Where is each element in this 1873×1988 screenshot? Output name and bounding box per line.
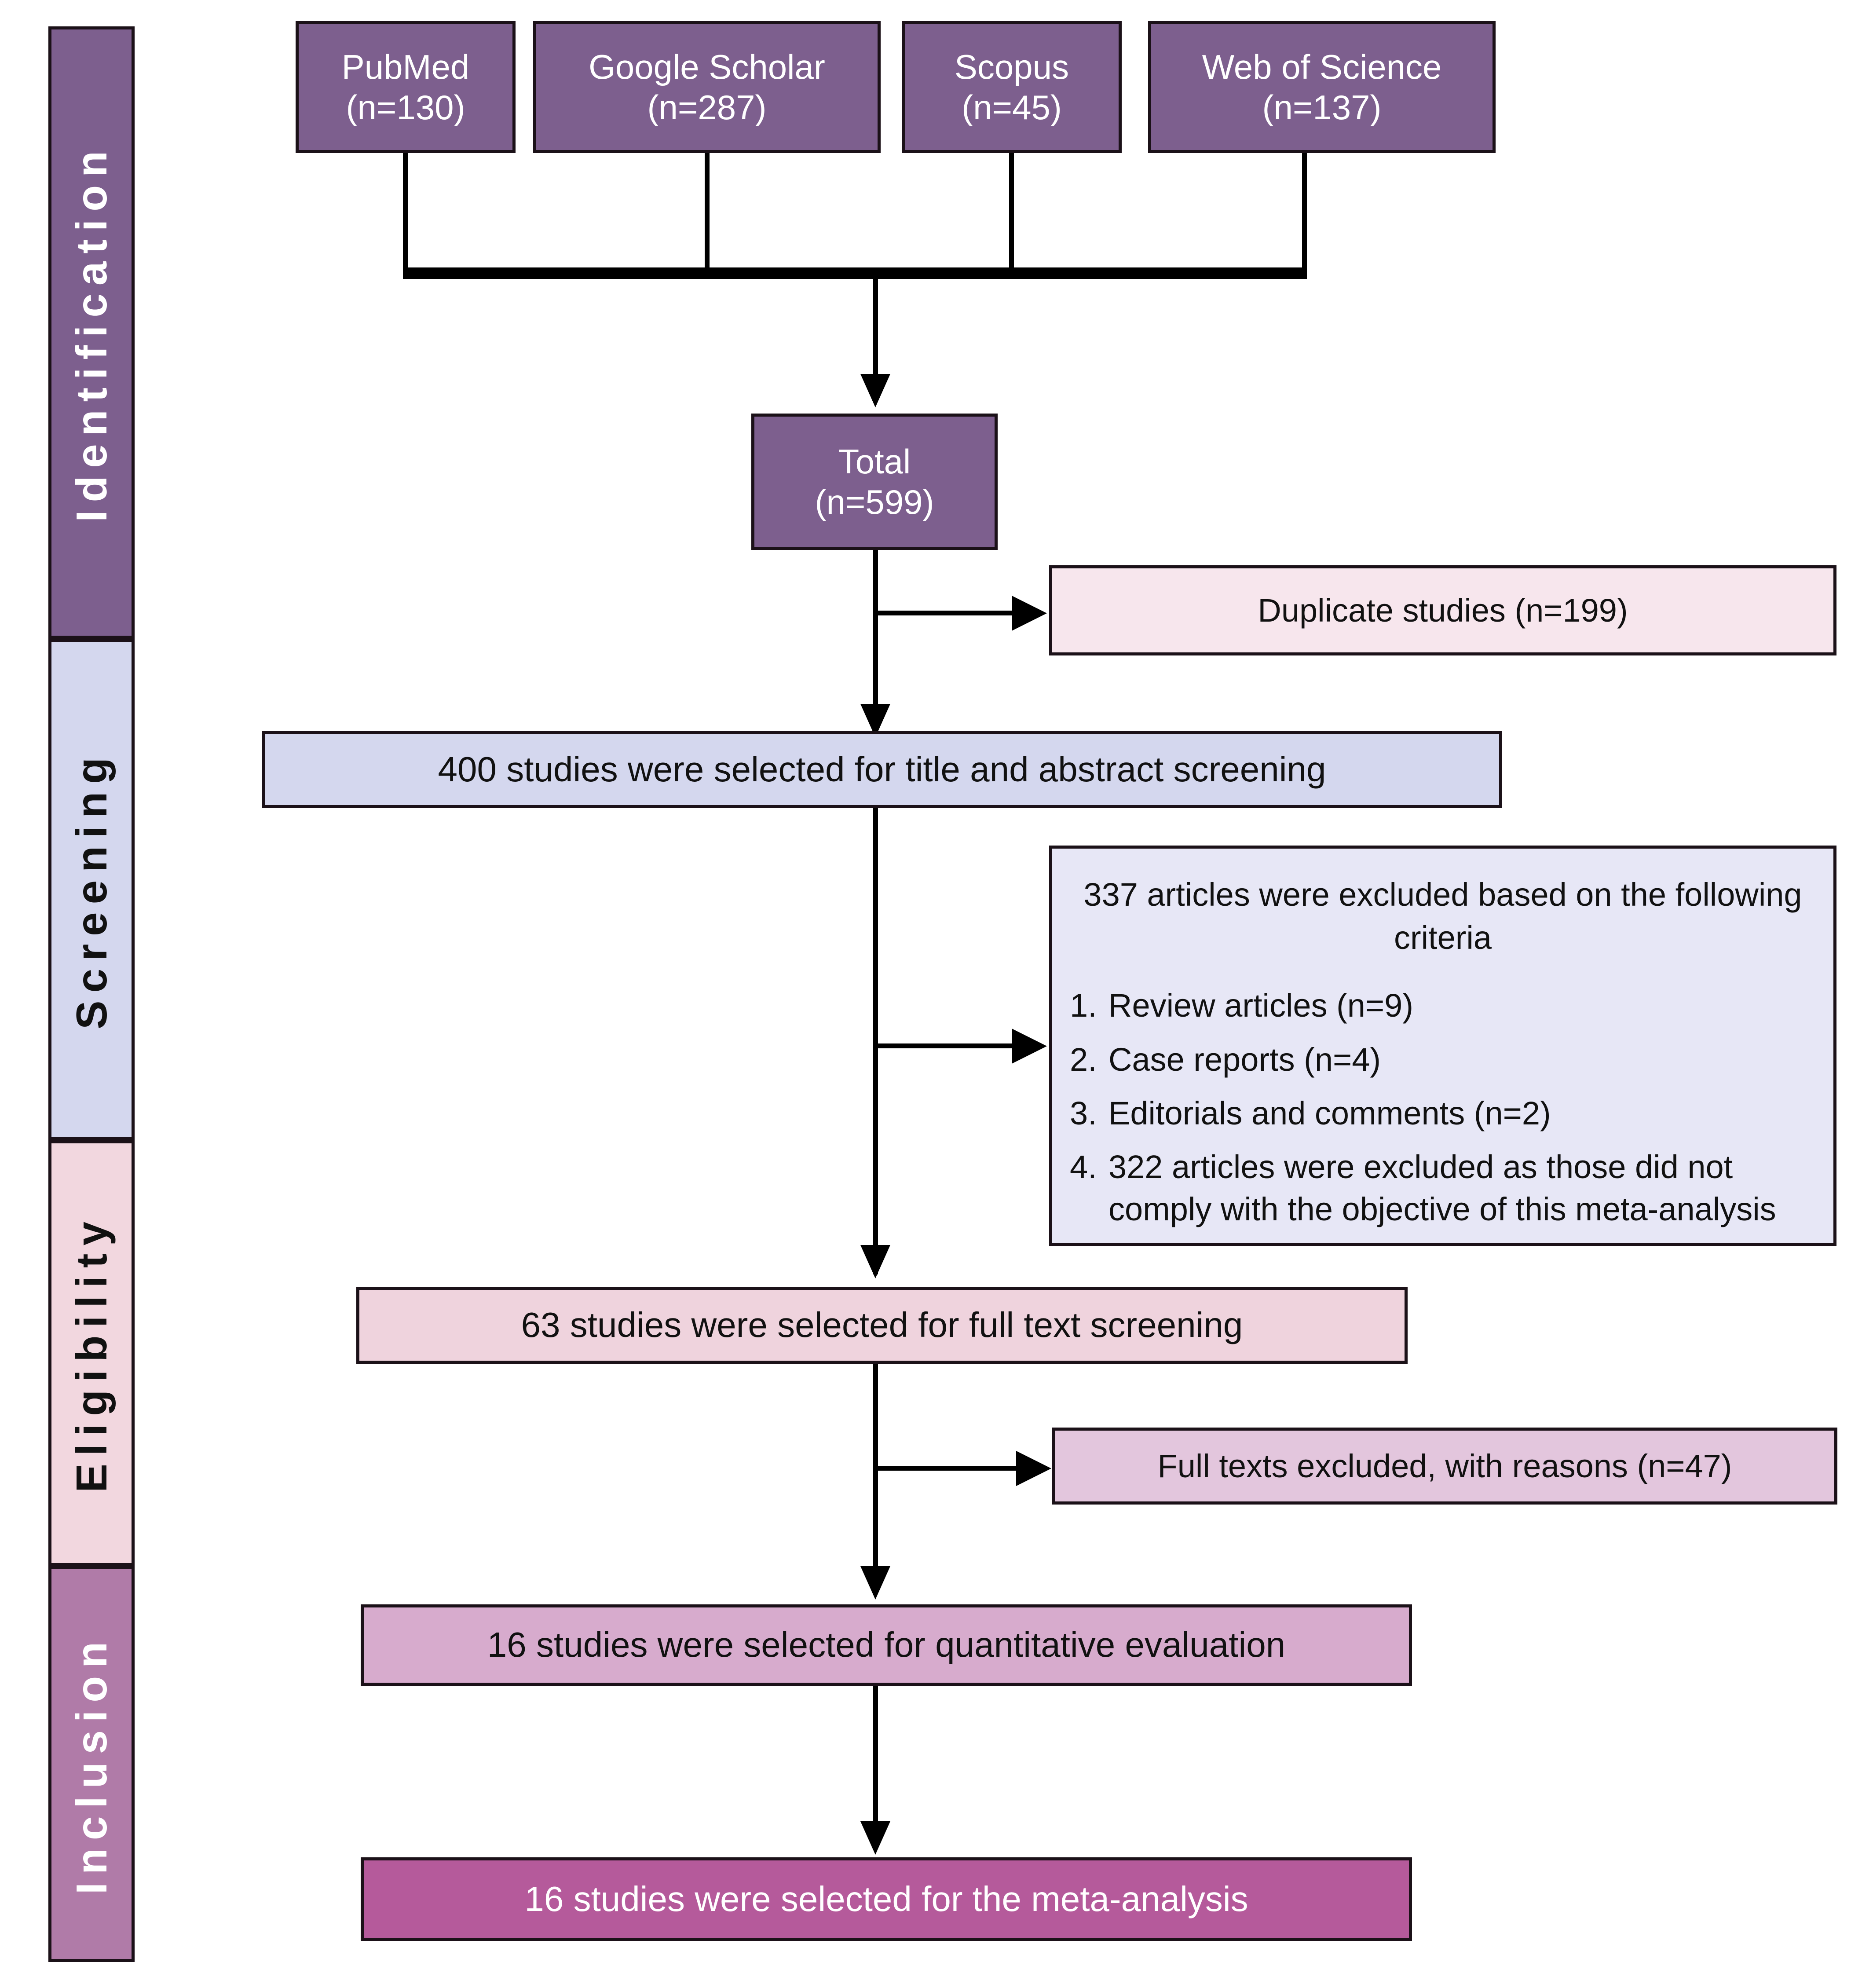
meta-analysis-text: 16 studies were selected for the meta-an…	[524, 1879, 1248, 1918]
exclusion-criteria-list: 1. Review articles (n=9) 2. Case reports…	[1070, 985, 1816, 1242]
connector-drop-pubmed	[403, 153, 408, 272]
phase-band-eligibility: Eligibility	[48, 1140, 135, 1566]
source-count-web-of-science: (n=137)	[1262, 88, 1382, 127]
quantitative-evaluation-box: 16 studies were selected for quantitativ…	[361, 1604, 1412, 1686]
full-texts-excluded-box: Full texts excluded, with reasons (n=47)	[1052, 1428, 1837, 1505]
phase-label-inclusion: Inclusion	[67, 1633, 116, 1895]
exclusion-criteria-heading-line2: following criteria	[1394, 876, 1802, 956]
source-count-scopus: (n=45)	[962, 88, 1062, 127]
source-box-web-of-science: Web of Science (n=137)	[1148, 21, 1496, 153]
connector-screening-to-fulltext	[873, 808, 878, 1274]
phase-label-eligibility: Eligibility	[67, 1214, 116, 1493]
exclusion-criteria-item-text: 322 articles were excluded as those did …	[1108, 1148, 1776, 1228]
exclusion-criteria-item-number: 4.	[1070, 1148, 1097, 1185]
source-box-google-scholar: Google Scholar (n=287)	[533, 21, 881, 153]
arrowhead-to-final	[860, 1821, 890, 1855]
exclusion-criteria-item: 1. Review articles (n=9)	[1070, 985, 1816, 1027]
exclusion-criteria-item-text: Editorials and comments (n=2)	[1108, 1095, 1551, 1131]
full-texts-excluded-text: Full texts excluded, with reasons (n=47)	[1157, 1447, 1732, 1484]
source-name-scopus: Scopus	[954, 47, 1069, 86]
arrowhead-to-quantitative	[860, 1566, 890, 1600]
source-box-scopus: Scopus (n=45)	[902, 21, 1122, 153]
phase-band-identification: Identification	[48, 26, 135, 639]
arrowhead-to-criteria	[1012, 1029, 1047, 1064]
phase-label-identification: Identification	[67, 143, 116, 522]
connector-drop-web-of-science	[1302, 153, 1307, 272]
connector-branch-duplicates	[875, 611, 1016, 615]
connector-quantitative-to-final	[873, 1686, 878, 1844]
phase-band-screening: Screening	[48, 639, 135, 1140]
full-text-screening-text: 63 studies were selected for full text s…	[521, 1305, 1243, 1345]
connector-fulltext-to-quantitative	[873, 1364, 878, 1593]
connector-manifold-bar	[403, 267, 1307, 279]
exclusion-criteria-item: 3. Editorials and comments (n=2)	[1070, 1092, 1816, 1135]
duplicate-studies-text: Duplicate studies (n=199)	[1258, 592, 1628, 629]
exclusion-criteria-box: 337 articles were excluded based on the …	[1049, 846, 1836, 1246]
source-count-pubmed: (n=130)	[346, 88, 465, 127]
exclusion-criteria-item-text: Review articles (n=9)	[1108, 987, 1413, 1024]
connector-manifold-to-total	[873, 273, 878, 377]
exclusion-criteria-item-number: 1.	[1070, 987, 1097, 1024]
connector-drop-google-scholar	[705, 153, 710, 272]
exclusion-criteria-heading-line1: 337 articles were excluded based on the	[1083, 876, 1667, 913]
exclusion-criteria-heading: 337 articles were excluded based on the …	[1070, 873, 1816, 959]
connector-total-to-screening	[873, 550, 878, 739]
exclusion-criteria-item: 4. 322 articles were excluded as those d…	[1070, 1146, 1816, 1230]
exclusion-criteria-item-number: 3.	[1070, 1095, 1097, 1131]
title-abstract-screening-box: 400 studies were selected for title and …	[262, 731, 1502, 808]
arrowhead-to-duplicates	[1012, 596, 1047, 631]
exclusion-criteria-item-number: 2.	[1070, 1041, 1097, 1078]
meta-analysis-box: 16 studies were selected for the meta-an…	[361, 1857, 1412, 1941]
total-box: Total (n=599)	[751, 414, 998, 550]
quantitative-evaluation-text: 16 studies were selected for quantitativ…	[487, 1625, 1286, 1665]
total-label: Total	[838, 442, 911, 481]
phase-label-screening: Screening	[67, 750, 116, 1029]
arrowhead-to-full-text	[860, 1245, 890, 1278]
total-count: (n=599)	[815, 483, 934, 521]
connector-drop-scopus	[1009, 153, 1014, 272]
title-abstract-screening-text: 400 studies were selected for title and …	[438, 750, 1326, 789]
source-count-google-scholar: (n=287)	[647, 88, 767, 127]
connector-branch-excluded	[875, 1466, 1021, 1471]
arrowhead-to-excluded	[1016, 1451, 1051, 1486]
source-box-pubmed: PubMed (n=130)	[296, 21, 516, 153]
source-name-pubmed: PubMed	[341, 47, 470, 86]
duplicate-studies-box: Duplicate studies (n=199)	[1049, 565, 1836, 655]
full-text-screening-box: 63 studies were selected for full text s…	[356, 1287, 1408, 1364]
exclusion-criteria-item: 2. Case reports (n=4)	[1070, 1039, 1816, 1081]
arrowhead-to-total	[860, 374, 890, 407]
source-name-google-scholar: Google Scholar	[589, 47, 825, 86]
phase-band-inclusion: Inclusion	[48, 1566, 135, 1962]
source-name-web-of-science: Web of Science	[1202, 47, 1442, 86]
connector-branch-criteria	[875, 1043, 1016, 1048]
exclusion-criteria-item-text: Case reports (n=4)	[1108, 1041, 1381, 1078]
